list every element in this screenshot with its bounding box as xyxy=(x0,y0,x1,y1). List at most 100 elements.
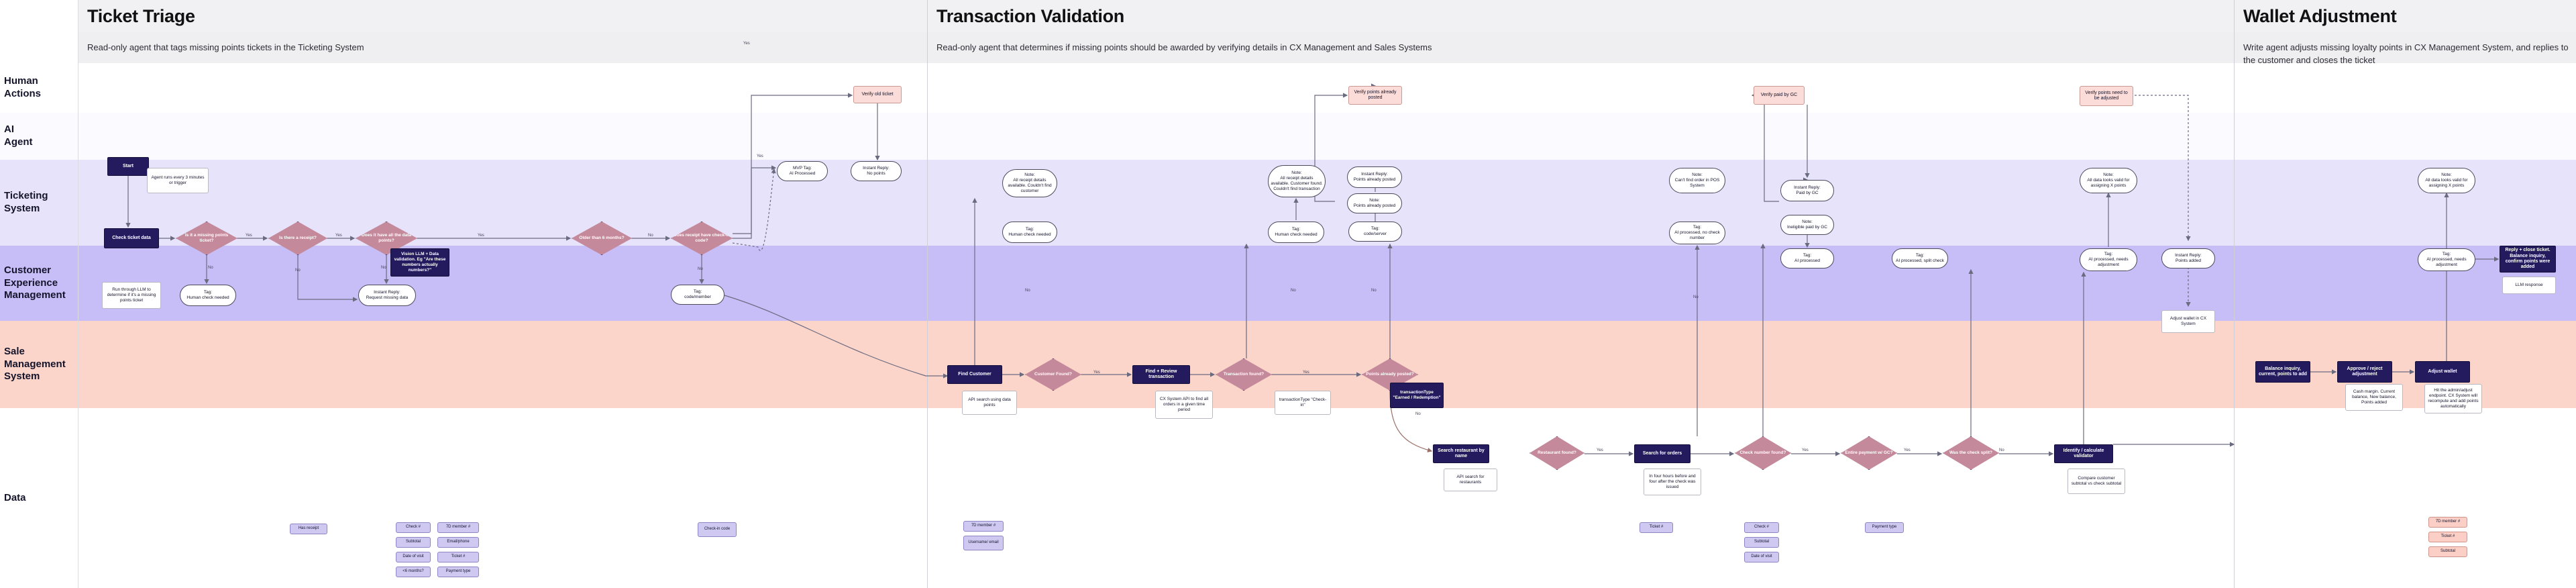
data-chip[interactable]: Check # xyxy=(1744,522,1779,533)
lane-label-human: Human Actions xyxy=(4,75,42,99)
phase-header-transaction-validation xyxy=(927,0,2234,32)
node-identify-valuable-validator[interactable]: Identify / calculate validator xyxy=(2054,444,2113,463)
lane-band-ai xyxy=(0,113,2576,160)
edge-label: Yes xyxy=(1904,448,1911,452)
node-note-ineligible-gc[interactable]: Note: Ineligible paid by GC xyxy=(1780,215,1834,235)
node-adjust-wallet[interactable]: Adjust wallet xyxy=(2415,361,2470,383)
node-search-for-orders[interactable]: Search for orders xyxy=(1634,444,1690,463)
node-note-llm-missing[interactable]: Run through LLM to determine if it's a m… xyxy=(102,282,161,309)
edge-label: Yes xyxy=(335,234,342,238)
node-note-cant-find-order[interactable]: Note: Can't find order in POS System xyxy=(1669,168,1725,193)
node-note-trigger[interactable]: Agent runs every 3 minutes or trigger xyxy=(147,168,209,193)
data-chip[interactable]: Ticket # xyxy=(437,552,479,562)
edge-label: Yes xyxy=(246,234,252,238)
node-tag-human-check-1[interactable]: Tag: Human check needed xyxy=(180,285,236,306)
node-note-api-search-dp[interactable]: API search using data points xyxy=(962,391,1017,415)
lane-band-data xyxy=(0,408,2576,588)
node-tag-ai-split-check[interactable]: Tag: AI processed, split check xyxy=(1892,248,1948,268)
node-mvp-tag-ai-processed[interactable]: MVP Tag: AI Processed xyxy=(777,161,828,181)
data-chip[interactable]: Payment type xyxy=(1865,522,1904,533)
phase-desc-band-ticket-triage xyxy=(78,32,927,63)
data-chip[interactable]: Date of visit xyxy=(396,552,431,562)
node-tag-human-check-3[interactable]: Tag: Human check needed xyxy=(1268,222,1324,243)
edge-label: Yes xyxy=(478,234,484,238)
node-tag-ai-needs-adjustment-wa[interactable]: Tag: AI processed, needs adjustment xyxy=(2418,248,2475,271)
node-find-review-transaction[interactable]: Find + Review transaction xyxy=(1132,365,1190,384)
data-chip[interactable]: Subtotal xyxy=(1744,537,1779,548)
data-chip[interactable]: Check-in code xyxy=(698,522,737,537)
node-approve-reject[interactable]: Approve / reject adjustment xyxy=(2337,361,2392,383)
node-note-customer-subtotal[interactable]: Compare customer subtotal vs check subto… xyxy=(2068,469,2125,494)
lane-label-ai: AI Agent xyxy=(4,124,33,148)
node-tag-human-check-2[interactable]: Tag: Human check needed xyxy=(1002,222,1057,243)
data-chip[interactable]: Username/ email xyxy=(963,536,1004,550)
data-chip[interactable]: Ticket # xyxy=(2428,532,2467,542)
edge-label: No xyxy=(208,266,213,270)
node-note-llm-response[interactable]: LLM response xyxy=(2502,277,2556,294)
data-chip[interactable]: Date of visit xyxy=(1744,552,1779,562)
data-chip[interactable]: <6 months? xyxy=(396,567,431,577)
phase-description-wallet-adjustment: Write agent adjusts missing loyalty poin… xyxy=(2243,42,2569,65)
data-chip[interactable]: Subtotal xyxy=(396,537,431,548)
edge-label: Yes xyxy=(743,42,750,46)
data-chip[interactable]: Ticket # xyxy=(1640,522,1673,533)
node-find-customer[interactable]: Find Customer xyxy=(947,365,1002,384)
node-verify-old-ticket[interactable]: Verify old ticket xyxy=(853,86,902,103)
edge-label: No xyxy=(698,267,703,271)
phase-title-wallet-adjustment: Wallet Adjustment xyxy=(2243,6,2397,26)
node-note-transactiontype-checkin[interactable]: transactionType "Check-in" xyxy=(1275,391,1331,415)
node-instant-reply-no-points[interactable]: Instant Reply: No points xyxy=(851,161,902,181)
data-chip[interactable]: Subtotal xyxy=(2428,546,2467,557)
node-instant-reply-paid-gc[interactable]: Instant Reply: Paid by GC xyxy=(1780,180,1834,201)
node-tag-code-member[interactable]: Tag: code/member xyxy=(671,285,724,305)
data-chip[interactable]: 7D member # xyxy=(963,521,1004,532)
node-note-api-restaurants[interactable]: API search for restaurants xyxy=(1444,469,1497,491)
node-verify-paid-gc[interactable]: Verify paid by GC xyxy=(1754,86,1805,105)
lane-label-cx: Customer Experience Management xyxy=(4,264,66,301)
edge-label: No xyxy=(381,266,386,270)
node-note-vision-llm[interactable]: Vision LLM + Data validation. Eg "Are th… xyxy=(390,248,449,277)
node-tag-code-server[interactable]: Tag: code/server xyxy=(1348,222,1402,242)
node-check-ticket-data[interactable]: Check ticket data xyxy=(104,228,159,248)
edge-label: No xyxy=(648,234,653,238)
data-chip[interactable]: 7D member # xyxy=(2428,517,2467,528)
node-instant-reply-points-posted[interactable]: Instant Reply: Points already posted xyxy=(1347,166,1402,188)
node-tag-ai-processed[interactable]: Tag: AI processed xyxy=(1780,248,1834,268)
node-note-txntype-earned[interactable]: transactionType "Earned / Redemption" xyxy=(1390,383,1444,408)
node-note-rl-admin[interactable]: Hit the admin/adjust endpoint. CX System… xyxy=(2424,384,2482,413)
phase-title-ticket-triage: Ticket Triage xyxy=(87,6,195,26)
node-note-all-receipt-no-txn[interactable]: Note: All receipt details available. Cus… xyxy=(1268,165,1326,197)
node-note-no-customer[interactable]: Note: All receipt details available. Cou… xyxy=(1002,169,1057,197)
node-start[interactable]: Start xyxy=(107,157,149,176)
node-note-cx-api-orders[interactable]: CX System API to find all orders in a gi… xyxy=(1155,391,1213,419)
node-search-restaurant[interactable]: Search restaurant by name xyxy=(1433,444,1489,463)
node-reply-close-ticket[interactable]: Reply + close ticket. Balance inquiry, c… xyxy=(2500,246,2556,273)
node-verify-points-posted[interactable]: Verify points already posted xyxy=(1348,86,1402,105)
edge-label: Yes xyxy=(1802,448,1809,452)
node-adjust-wallet-cx[interactable]: Adjust wallet in CX System xyxy=(2161,310,2215,333)
data-chip[interactable]: Check # xyxy=(396,522,431,533)
edge-label: Yes xyxy=(1093,371,1100,375)
data-chip[interactable]: Has receipt xyxy=(290,524,327,534)
edge-label: No xyxy=(1291,289,1296,293)
node-note-four-hours[interactable]: In four hours before and four after the … xyxy=(1644,469,1701,495)
node-verify-points-adjusted[interactable]: Verify points need to be adjusted xyxy=(2080,86,2133,106)
data-chip[interactable]: Payment type xyxy=(437,567,479,577)
lane-band-human xyxy=(0,63,2576,113)
node-tag-ai-needs-adjustment[interactable]: Tag: AI processed, needs adjustment xyxy=(2080,248,2137,271)
data-chip[interactable]: 7D member # xyxy=(437,522,479,533)
node-note-cash-margin[interactable]: Cash margin. Current balance, New balanc… xyxy=(2345,384,2403,411)
node-balance-inquiry[interactable]: Balance inquiry, current, points to add xyxy=(2255,361,2310,383)
node-tag-ai-no-check[interactable]: Tag: AI processed, no check number xyxy=(1669,222,1725,244)
lane-label-ticketing: Ticketing System xyxy=(4,190,48,214)
phase-description-transaction-validation: Read-only agent that determines if missi… xyxy=(936,42,1432,52)
node-note-all-data-valid[interactable]: Note: All data looks valid for assigning… xyxy=(2080,168,2137,193)
data-chip[interactable]: Email/phone xyxy=(437,537,479,548)
phase-divider xyxy=(927,0,928,588)
node-note-points-posted[interactable]: Note: Points already posted xyxy=(1347,193,1402,213)
lane-label-sales: Sale Management System xyxy=(4,345,66,383)
node-instant-reply-missing-data[interactable]: Instant Reply: Request missing data xyxy=(358,285,416,306)
node-instant-reply-points-added[interactable]: Instant Reply: Points added xyxy=(2161,248,2215,268)
node-note-all-data-valid-wa[interactable]: Note: All data looks valid for assigning… xyxy=(2418,168,2475,193)
